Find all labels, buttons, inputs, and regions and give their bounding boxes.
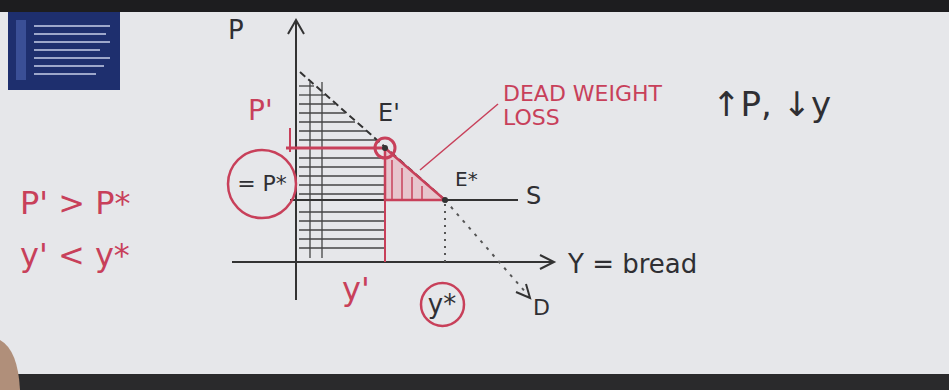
point-label: E' xyxy=(378,100,400,126)
note-text: ↑P, ↓y xyxy=(712,86,831,123)
callout-text: DEAD WEIGHT LOSS xyxy=(503,82,703,130)
axis-label: Y = bread xyxy=(568,250,697,279)
note-text: y' < y* xyxy=(20,238,130,273)
circled-label: = P* xyxy=(226,148,298,220)
curve-label: D xyxy=(533,296,550,320)
note-text: P' > P* xyxy=(20,186,131,221)
quantity-label: y' xyxy=(342,272,370,307)
curve-label: S xyxy=(526,183,541,209)
price-label: P' xyxy=(248,96,273,127)
point-label: E* xyxy=(455,168,478,190)
axis-label: P xyxy=(228,16,244,45)
node-text: = P* xyxy=(237,172,287,196)
node-text: y* xyxy=(428,290,456,319)
circled-label: y* xyxy=(419,281,466,328)
